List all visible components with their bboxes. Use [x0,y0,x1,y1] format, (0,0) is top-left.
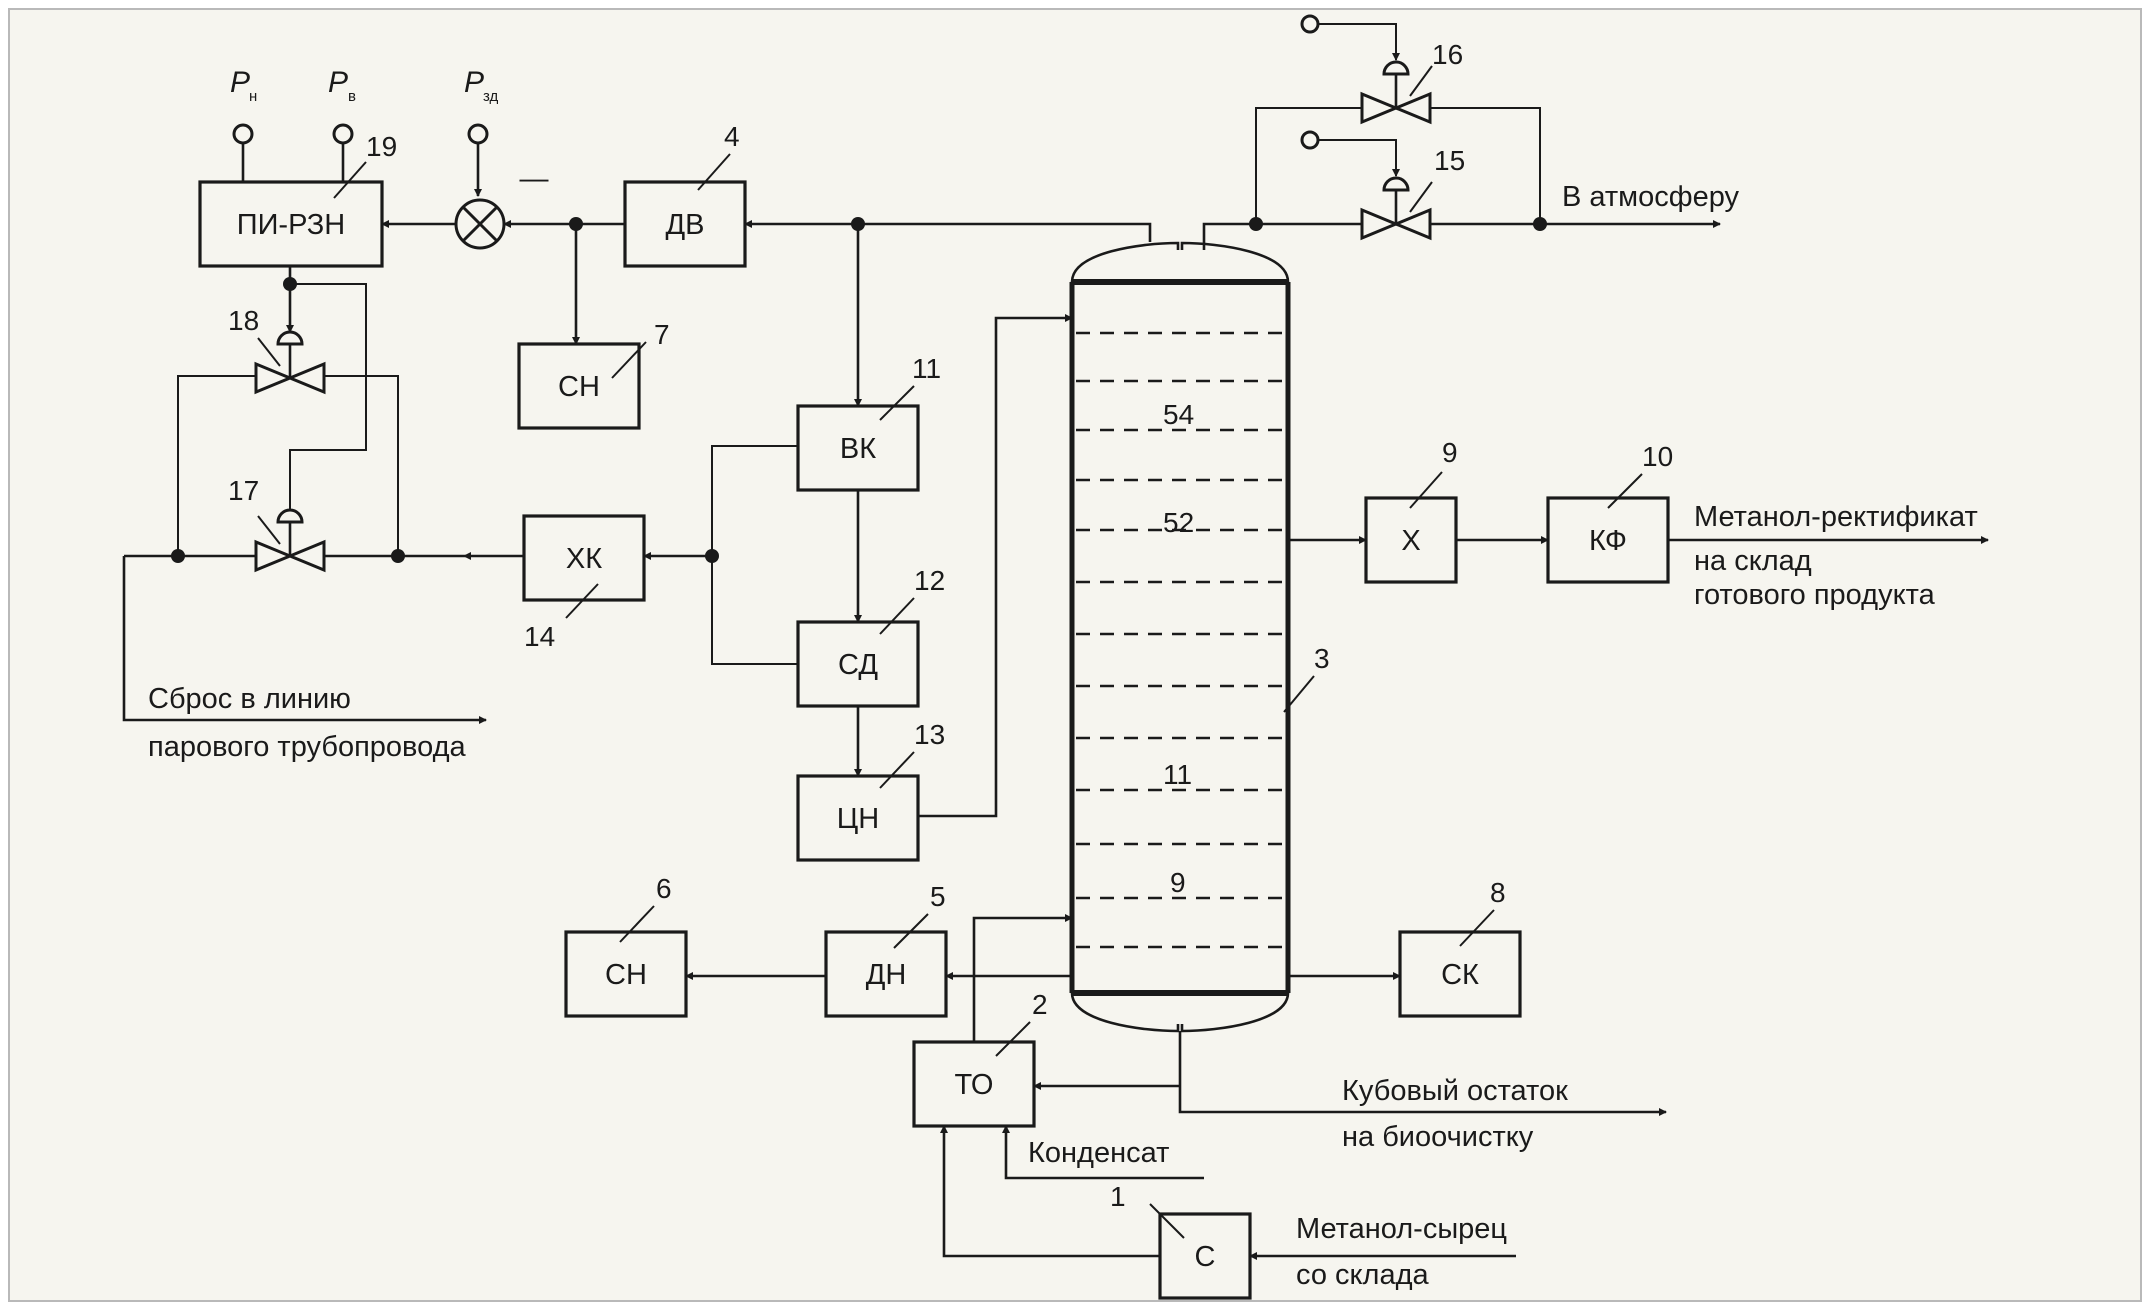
block-s[interactable]: С 1 [1110,1181,1252,1300]
block-hk-number: 14 [524,621,555,652]
block-sk-label: СК [1441,959,1479,991]
block-tsn-number: 13 [914,719,945,750]
pressure-signal-pv: P в [328,66,356,182]
block-pi-rzn-label: ПИ-РЗН [237,209,346,241]
block-kf[interactable]: КФ 10 [1546,441,1673,584]
junction-dots [171,217,1547,563]
feed-label-line2: со склада [1296,1259,1429,1291]
pzd-subscript: зд [483,88,499,105]
bottoms-label-line2: на биоочистку [1342,1121,1534,1153]
pn-subscript: н [249,88,257,105]
block-vk[interactable]: ВК 11 [796,353,941,492]
valve-15[interactable]: 15 [1360,145,1465,241]
valve-17-number: 17 [228,475,259,506]
block-h-label: Х [1401,525,1420,557]
column-number: 3 [1314,643,1330,674]
block-kf-number: 10 [1642,441,1673,472]
block-dv-number: 4 [724,121,740,152]
feed-label-line1: Метанол-сырец [1296,1213,1507,1245]
pzd-symbol: P [464,66,484,99]
bottoms-label-line1: Кубовый остаток [1342,1075,1568,1107]
tray-label-54: 54 [1163,399,1194,430]
valve-18[interactable]: 18 [228,305,326,395]
block-h-number: 9 [1442,437,1458,468]
comparator-element: — [454,163,549,250]
pv-subscript: в [348,88,356,105]
block-dn[interactable]: ДН 5 [824,881,948,1018]
valve-15-number: 15 [1434,145,1465,176]
block-sn-7-number: 7 [654,319,670,350]
block-dn-number: 5 [930,881,946,912]
block-sn-6[interactable]: СН 6 [564,873,688,1018]
column-trays [1076,331,1284,949]
valve-17[interactable]: 17 [228,475,326,573]
valve-16[interactable]: 16 [1360,39,1463,125]
block-vk-label: ВК [840,433,876,465]
block-dn-label: ДН [866,959,907,991]
block-vk-number: 11 [912,353,941,384]
block-sd[interactable]: СД 12 [796,565,945,708]
pressure-signal-pzd: P зд [464,66,499,197]
block-sk[interactable]: СК 8 [1398,877,1522,1018]
pn-symbol: P [230,66,250,99]
block-dv-label: ДВ [666,209,705,241]
discharge-label-line1: Сброс в линию [148,683,351,715]
comparator-minus-sign: — [520,163,549,195]
block-sd-label: СД [838,649,878,681]
pressure-signal-pn: P н [230,66,257,182]
block-sk-number: 8 [1490,877,1506,908]
block-to-label: ТО [955,1069,994,1101]
flow-lines [122,14,1989,1260]
discharge-label-line2: парового трубопровода [148,731,467,763]
valve-18-number: 18 [228,305,259,336]
block-to-number: 2 [1032,989,1048,1020]
block-tsn[interactable]: ЦН 13 [796,719,945,862]
block-dv[interactable]: ДВ 4 [623,121,747,268]
tray-label-9: 9 [1170,867,1186,898]
block-hk-label: ХК [566,543,602,575]
distillation-column: 54 52 11 9 3 [1069,241,1330,1033]
block-sn-7[interactable]: СН 7 [517,319,670,430]
block-to[interactable]: ТО 2 [912,989,1048,1128]
block-s-label: С [1195,1241,1216,1273]
block-sn-7-label: СН [558,371,600,403]
product-label-line2: на склад [1694,545,1812,577]
product-label-line3: готового продукта [1694,579,1936,611]
valve-16-number: 16 [1432,39,1463,70]
atmosphere-label: В атмосферу [1562,181,1740,213]
block-pi-rzn-number: 19 [366,131,397,162]
product-label-line1: Метанол-ректификат [1694,501,1978,533]
condensate-label: Конденсат [1028,1137,1169,1169]
block-kf-label: КФ [1589,525,1627,557]
block-sn-6-label: СН [605,959,647,991]
tray-label-11: 11 [1163,759,1192,790]
tray-label-52: 52 [1163,507,1194,538]
block-sn-6-number: 6 [656,873,672,904]
block-s-number: 1 [1110,1181,1126,1212]
block-tsn-label: ЦН [837,803,879,835]
block-hk[interactable]: ХК 14 [522,514,646,652]
block-h[interactable]: Х 9 [1364,437,1458,584]
block-pi-rzn[interactable]: ПИ-РЗН 19 [198,131,397,268]
block-sd-number: 12 [914,565,945,596]
pv-symbol: P [328,66,348,99]
